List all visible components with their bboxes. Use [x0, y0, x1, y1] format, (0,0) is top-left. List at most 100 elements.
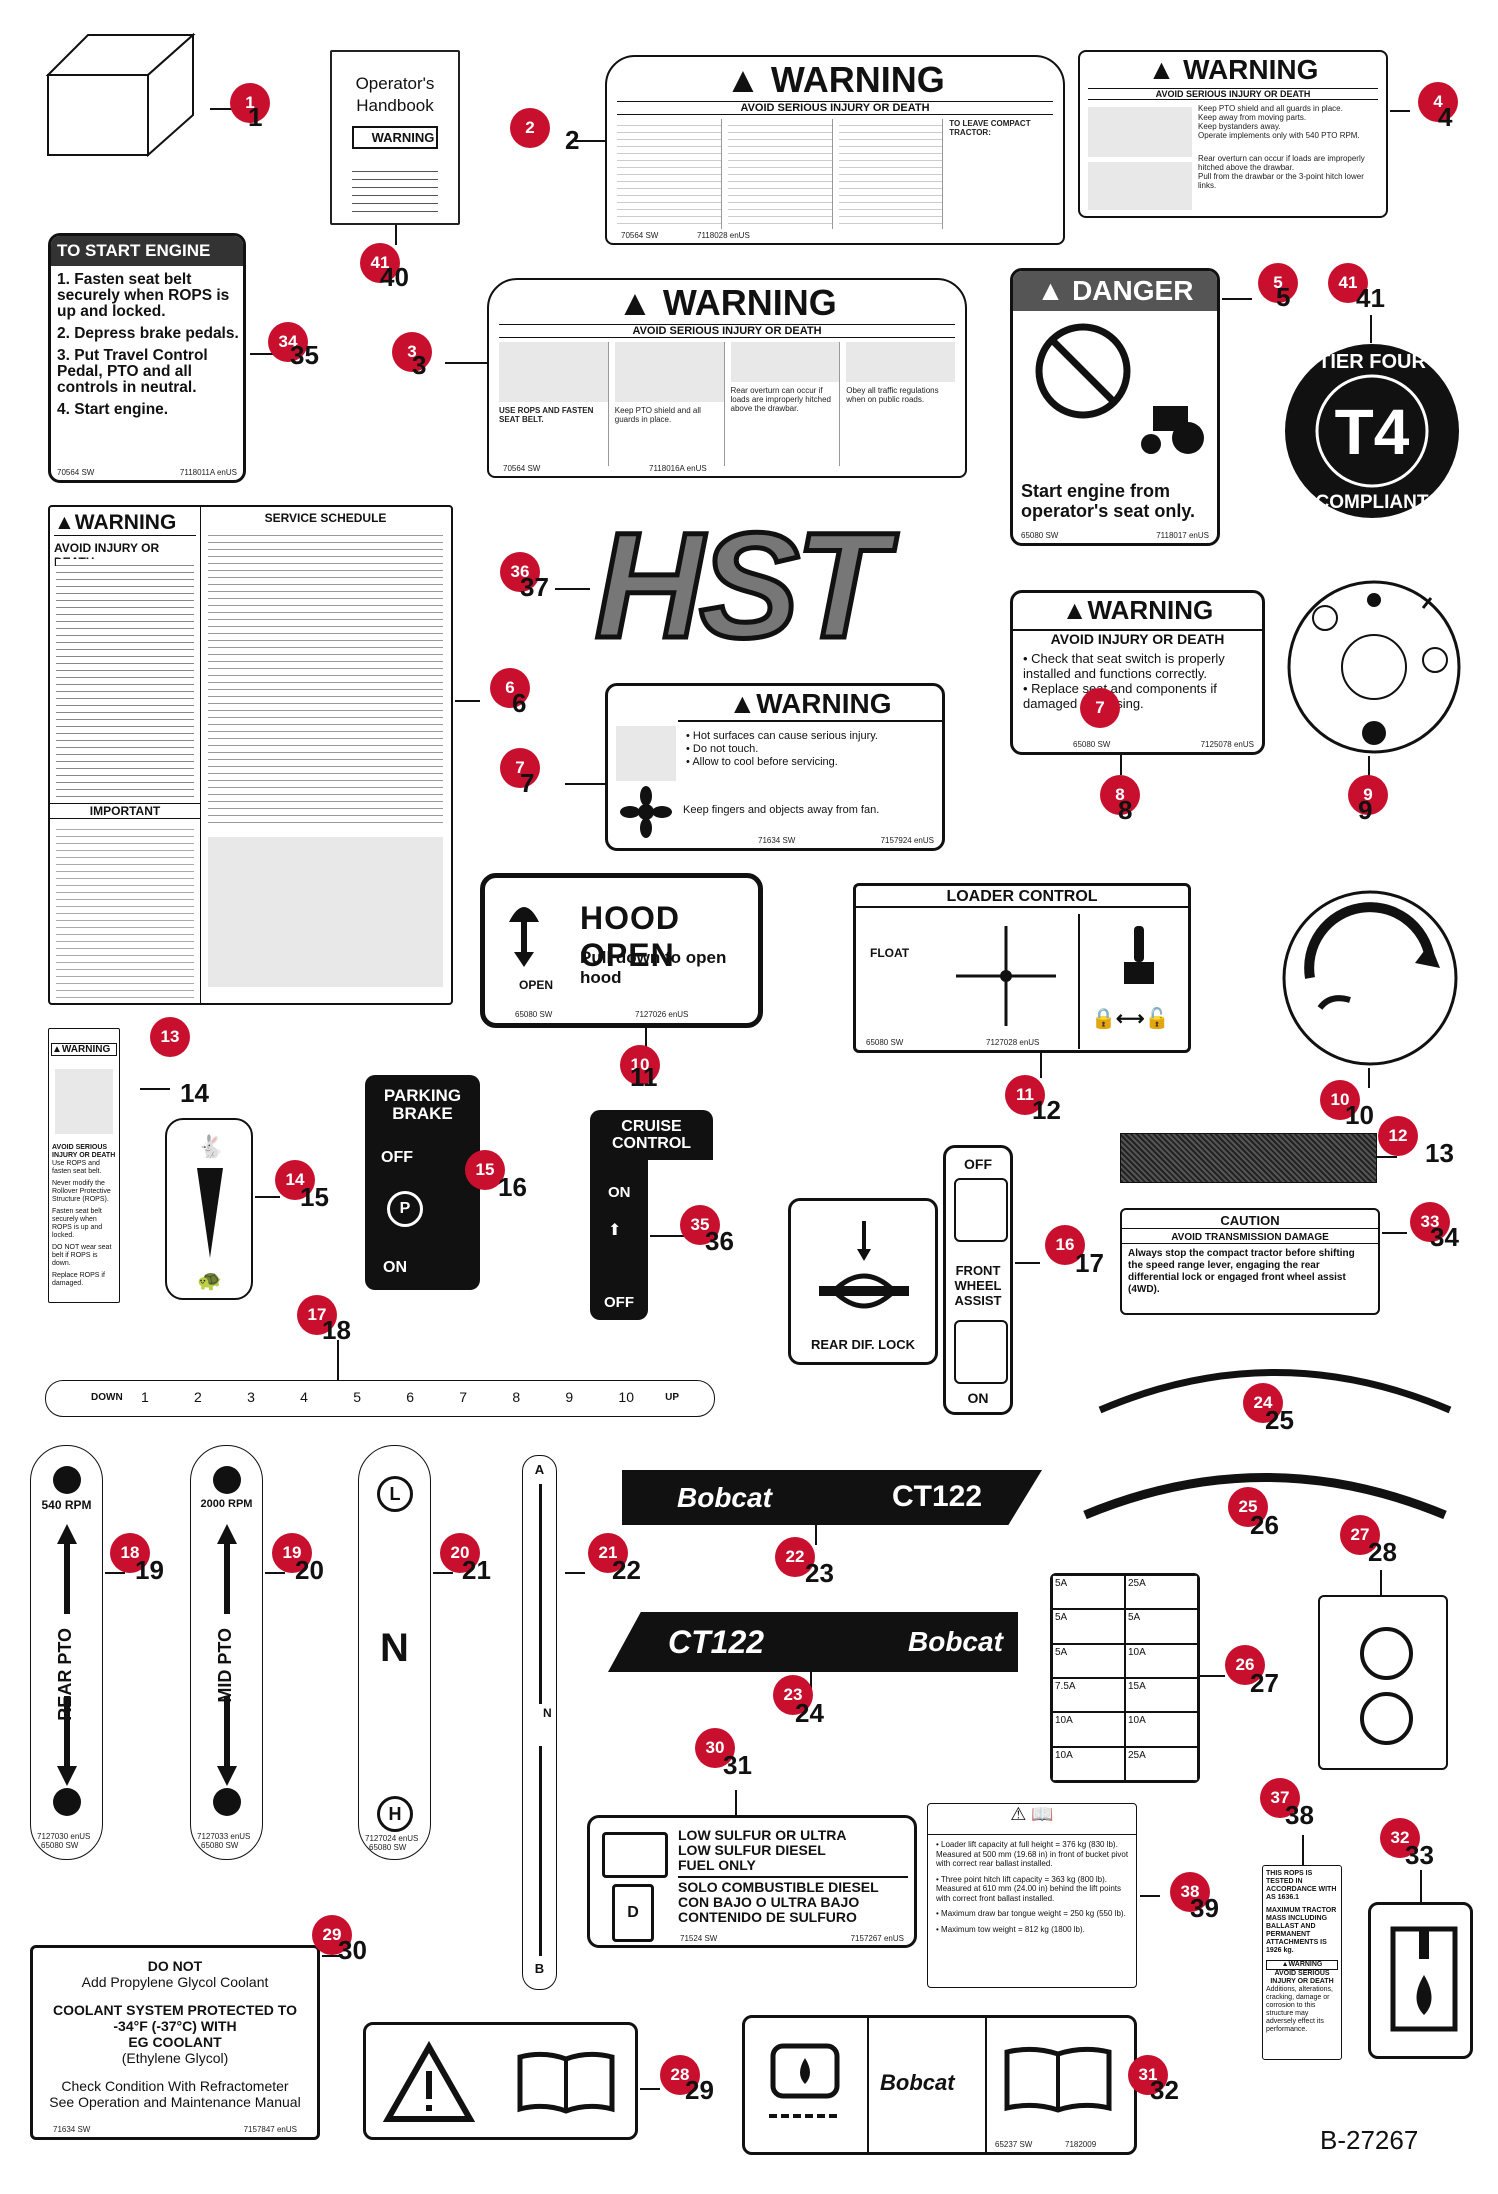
- mid-pto-top-icon: [213, 1466, 241, 1494]
- fwa-title: FRONT WHEEL ASSIST: [954, 1263, 1002, 1308]
- range-line: [539, 1484, 542, 1704]
- start-engine-step2: 2. Depress brake pedals.: [57, 325, 239, 342]
- seat-switch-title: ▲WARNING: [1061, 595, 1214, 625]
- leader-line: [565, 783, 605, 785]
- fuse-cell: 10A: [1125, 1712, 1198, 1747]
- fuse-cell: 5A: [1052, 1609, 1125, 1644]
- range-n-22: N: [543, 1706, 552, 1720]
- fuse-cell: 25A: [1125, 1575, 1198, 1610]
- leader-line: [105, 1572, 125, 1574]
- fuel-pump-icon: D: [612, 1884, 654, 1942]
- engine-oil-icon: [769, 2043, 841, 2118]
- service-important-lines: [56, 823, 194, 998]
- warning-2-part: 70564 SW: [621, 231, 659, 240]
- divider: [867, 2018, 869, 2152]
- engine-bobcat-brand: Bobcat: [880, 2070, 955, 2095]
- bobcat-brand-24: Bobcat: [908, 1626, 1003, 1657]
- item-number-29: 29: [685, 2075, 714, 2105]
- callout-17: 16: [1045, 1225, 1085, 1265]
- danger-part: 65080 SW: [1021, 531, 1059, 540]
- fuel-decal-31: D LOW SULFUR OR ULTRA LOW SULFUR DIESEL …: [587, 1815, 917, 1948]
- warning-decal-3: ▲ WARNING AVOID SERIOUS INJURY OR DEATH …: [487, 278, 967, 478]
- warning-4-text: Keep PTO shield and all guards in place.…: [1198, 104, 1380, 190]
- leader-line: [645, 1028, 647, 1053]
- rear-diff-icon: [819, 1221, 909, 1309]
- warning-4-title: ▲ WARNING: [1147, 54, 1319, 85]
- hot-surface-title: ▲WARNING: [678, 688, 942, 722]
- warning-3-col1: USE ROPS AND FASTEN SEAT BELT.: [499, 406, 594, 424]
- parking-brake-title: PARKING BRAKE: [383, 1086, 462, 1123]
- rear-diff-lock-decal: REAR DIF. LOCK: [788, 1198, 938, 1365]
- warning-4-pictogram: [1088, 162, 1192, 210]
- cruise-control-title: CRUISE CONTROL: [611, 1118, 692, 1152]
- callout-11: 10: [620, 1045, 660, 1085]
- callout-41: 41: [1328, 263, 1368, 303]
- item-number-34: 34: [1430, 1222, 1459, 1252]
- warning-decal-4: ▲ WARNING AVOID SERIOUS INJURY OR DEATH …: [1078, 50, 1388, 218]
- caution-subtitle: AVOID TRANSMISSION DAMAGE: [1122, 1232, 1378, 1244]
- cruise-on: ON: [608, 1184, 631, 1201]
- curved-strip-25: [1098, 1369, 1452, 1414]
- seat-switch-code: 7125078 enUS: [1200, 740, 1254, 749]
- callout-27: 26: [1225, 1645, 1265, 1685]
- item-number-5: 5: [1276, 282, 1291, 312]
- callout-38: 37: [1260, 1778, 1300, 1818]
- speed-range-decal-15: 🐇 🐢: [165, 1118, 253, 1300]
- callout-1: 1: [230, 83, 270, 123]
- leader-line: [640, 2088, 660, 2090]
- leader-line: [455, 700, 480, 702]
- warning-4-line2: Keep away from moving parts.: [1198, 113, 1307, 122]
- coolant-decal-30: DO NOT Add Propylene Glycol Coolant COOL…: [30, 1945, 320, 2140]
- item-number-24: 24: [795, 1698, 824, 1728]
- down-arrow-icon: [217, 1696, 237, 1786]
- leader-line: [322, 1955, 342, 1957]
- hot-surface-part: 71634 SW: [758, 836, 796, 845]
- leader-line: [250, 353, 280, 355]
- item-number-18: 18: [322, 1315, 351, 1345]
- caution-text: Always stop the compact tractor before s…: [1128, 1248, 1355, 1295]
- rear-pto-bottom-icon: [53, 1788, 81, 1816]
- range-n: N: [380, 1626, 409, 1670]
- cruise-icon: ⬆: [608, 1222, 622, 1239]
- item-number-4: 4: [1438, 102, 1453, 132]
- scale-up-label: UP: [665, 1392, 679, 1403]
- hot-surface-code: 7157924 enUS: [880, 836, 934, 845]
- leader-line: [1420, 1870, 1422, 1902]
- bobcat-ct122-decal-23: Bobcat CT122: [622, 1470, 1042, 1525]
- warning-3-col4: Obey all traffic regulations when on pub…: [846, 386, 939, 404]
- leader-line: [1390, 110, 1410, 112]
- fuse-cell: 5A: [1052, 1643, 1125, 1678]
- item-number-32: 32: [1150, 2075, 1179, 2105]
- callout-19: 18: [110, 1533, 150, 1573]
- item-number-3: 3: [412, 350, 427, 380]
- handbook-warning-text: WARNING: [371, 130, 435, 145]
- callout-13: 12: [1378, 1116, 1418, 1156]
- hydraulic-icon-a: [1360, 1692, 1413, 1745]
- leader-line: [395, 225, 397, 245]
- callout-30: 29: [312, 1915, 352, 1955]
- item-number-25: 25: [1265, 1405, 1294, 1435]
- start-engine-steps: 1. Fasten seat belt securely when ROPS i…: [57, 272, 239, 418]
- item-number-33: 33: [1405, 1840, 1434, 1870]
- range-l: L: [377, 1476, 413, 1512]
- service-schedule-title: SERVICE SCHEDULE: [264, 511, 387, 525]
- loader-part: 65080 SW: [866, 1038, 904, 1047]
- callout-16: 15: [465, 1150, 505, 1190]
- callout-37: 36: [500, 552, 540, 592]
- seat-switch-part: 65080 SW: [1073, 740, 1111, 749]
- fuse-cell: 10A: [1052, 1746, 1125, 1781]
- tractor-grease-diagram: [208, 837, 443, 987]
- item-number-26: 26: [1250, 1510, 1279, 1540]
- manual-book-icon: [1004, 2046, 1112, 2113]
- fuse-cell: 7.5A: [1052, 1677, 1125, 1713]
- bobcat-model-24: CT122: [668, 1624, 765, 1660]
- divider: [985, 2018, 987, 2152]
- item-number-31: 31: [723, 1750, 752, 1780]
- callout-32: 31: [1128, 2055, 1168, 2095]
- warning-3-panels: USE ROPS AND FASTEN SEAT BELT. Keep PTO …: [499, 342, 955, 466]
- oil-drop-icon: [1390, 1926, 1458, 2032]
- read-manual-decal-29: [363, 2022, 638, 2140]
- callout-35: 34: [268, 322, 308, 362]
- throttle-decal-10: [1282, 890, 1458, 1066]
